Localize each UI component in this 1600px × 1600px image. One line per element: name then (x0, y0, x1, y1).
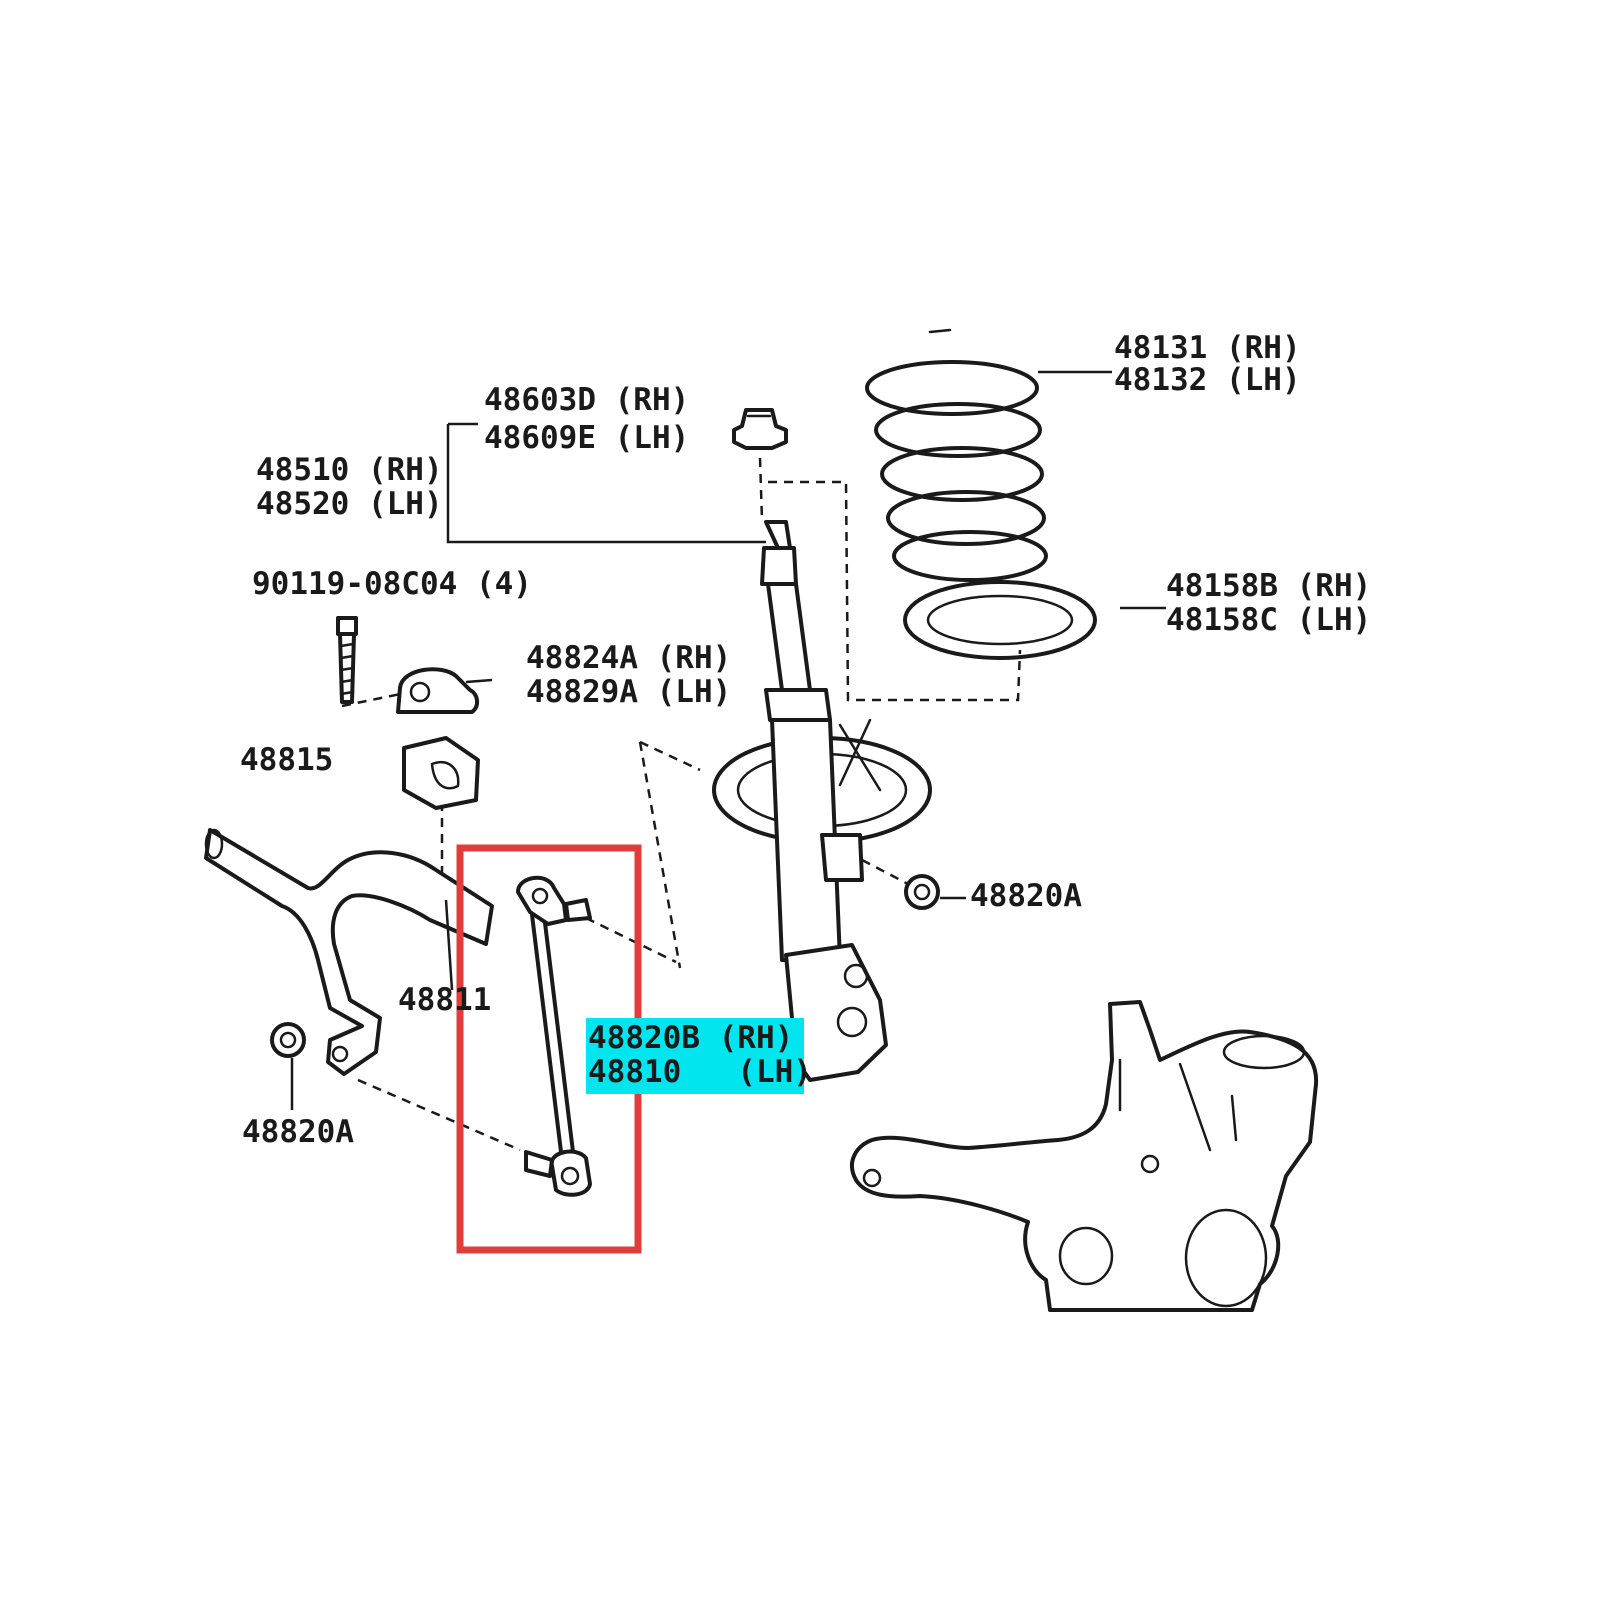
label-bushing: 48815 (240, 742, 333, 778)
steering-knuckle (850, 1000, 1319, 1312)
highlight-label-background (586, 1018, 804, 1094)
label-support-nut: 48603D (RH) 48609E (LH) (484, 382, 689, 456)
label-stabilizer-link-rh: 48820B (RH) (588, 1020, 793, 1056)
label-stabilizer-link: 48820B (RH) 48810 (LH) (586, 1018, 812, 1094)
label-nut-right: 48820A (970, 878, 1082, 914)
label-support-nut-rh: 48603D (RH) (484, 382, 689, 418)
label-shock-absorber-rh: 48510 (RH) (256, 452, 443, 488)
stabilizer-bar (204, 828, 494, 1076)
label-bracket: 48824A (RH) 48829A (LH) (526, 640, 731, 710)
bushing (402, 736, 480, 810)
label-spring-seat-lh: 48158C (LH) (1166, 602, 1371, 638)
nut-left (270, 1022, 306, 1058)
label-support-nut-lh: 48609E (LH) (484, 420, 689, 456)
label-bracket-lh: 48829A (LH) (526, 674, 731, 710)
support-nut (732, 408, 788, 450)
coil-spring (865, 328, 1048, 582)
label-bracket-rh: 48824A (RH) (526, 640, 731, 676)
label-stabilizer-link-lh: 48810 (LH) (588, 1054, 812, 1090)
label-spring-seat-rh: 48158B (RH) (1166, 568, 1371, 604)
spring-seat (903, 580, 1097, 660)
label-shock-absorber: 48510 (RH) 48520 (LH) (256, 452, 443, 522)
label-stabilizer-bar: 48811 (398, 982, 491, 1018)
label-coil-spring-rh: 48131 (RH) (1114, 330, 1301, 366)
label-shock-absorber-lh: 48520 (LH) (256, 486, 443, 522)
shock-absorber (712, 520, 932, 1082)
label-spring-seat: 48158B (RH) 48158C (LH) (1166, 568, 1371, 638)
bolt (336, 616, 358, 704)
stabilizer-link (516, 876, 592, 1197)
label-nut-left: 48820A (242, 1114, 354, 1150)
label-coil-spring-lh: 48132 (LH) (1114, 362, 1301, 398)
nut-right (904, 874, 940, 910)
bracket (396, 667, 479, 714)
label-coil-spring: 48131 (RH) 48132 (LH) (1114, 330, 1301, 398)
label-bolt: 90119-08C04 (4) (252, 566, 532, 602)
